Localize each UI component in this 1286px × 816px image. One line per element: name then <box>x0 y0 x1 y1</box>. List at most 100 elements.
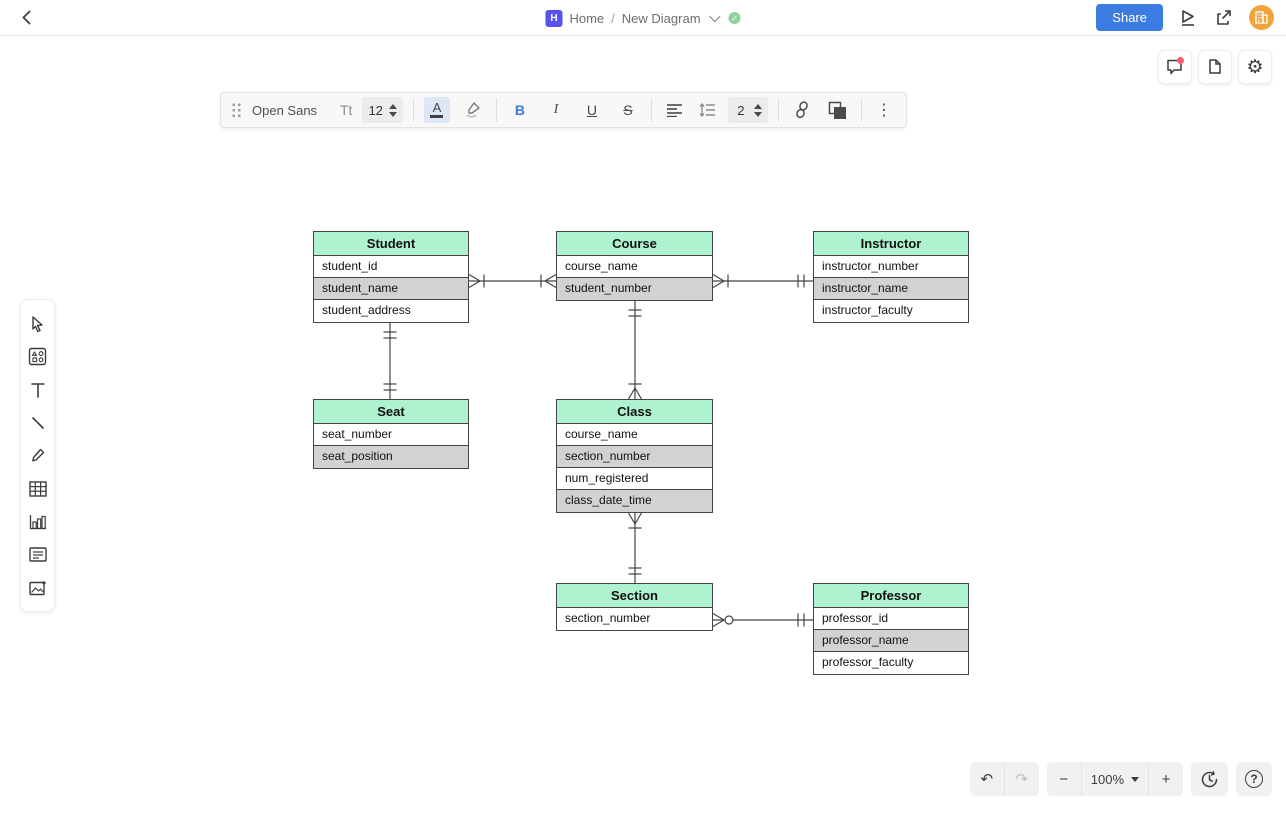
shape-style-button[interactable] <box>825 97 851 123</box>
entity-field[interactable]: course_name <box>557 424 712 446</box>
entity-title[interactable]: Instructor <box>814 232 968 256</box>
zoom-in-button[interactable]: + <box>1161 770 1171 788</box>
canvas-quick-actions: ⚙ <box>1158 50 1272 84</box>
entity-field[interactable]: seat_number <box>314 424 468 446</box>
tool-note[interactable] <box>20 538 55 571</box>
entity-field[interactable]: professor_name <box>814 630 968 652</box>
tool-select[interactable] <box>20 307 55 340</box>
account-avatar[interactable] <box>1249 5 1274 30</box>
tool-pencil[interactable] <box>20 439 55 472</box>
breadcrumb-home[interactable]: Home <box>569 10 605 26</box>
home-badge-icon[interactable]: H <box>545 9 563 27</box>
zoom-level-value: 100% <box>1090 771 1124 787</box>
highlight-button[interactable] <box>460 97 486 123</box>
font-size-stepper[interactable] <box>388 103 397 117</box>
document-title[interactable]: New Diagram <box>621 10 701 26</box>
pages-button[interactable] <box>1198 50 1232 84</box>
present-button[interactable] <box>1177 7 1199 29</box>
text-color-swatch <box>430 115 444 118</box>
more-options-button[interactable]: ⋮ <box>875 102 892 119</box>
undo-button[interactable]: ↶ <box>980 771 994 788</box>
strikethrough-button[interactable]: S <box>623 102 633 118</box>
settings-button[interactable]: ⚙ <box>1238 50 1272 84</box>
help-button[interactable]: ? <box>1236 762 1272 796</box>
pages-icon <box>1209 59 1221 74</box>
entity-field[interactable]: instructor_number <box>814 256 968 278</box>
entity-title[interactable]: Class <box>557 400 712 424</box>
divider <box>1080 762 1082 796</box>
entity-field[interactable]: class_date_time <box>557 490 712 512</box>
entity-field[interactable]: student_id <box>314 256 468 278</box>
stepper-up-icon[interactable] <box>388 103 397 109</box>
entity-field[interactable]: student_address <box>314 300 468 322</box>
comments-button[interactable] <box>1158 50 1192 84</box>
entity-title[interactable]: Seat <box>314 400 468 424</box>
stepper-down-icon[interactable] <box>388 111 397 117</box>
tool-table[interactable] <box>20 472 55 505</box>
version-history-button[interactable] <box>1191 762 1228 796</box>
entity-field[interactable]: course_name <box>557 256 712 278</box>
line-spacing-value[interactable]: 2 <box>737 102 745 118</box>
stepper-down-icon[interactable] <box>753 111 762 117</box>
line-spacing-input[interactable]: 2 <box>727 97 768 123</box>
toolbar-divider <box>777 98 779 122</box>
tool-sidebar <box>20 299 55 612</box>
toolbar-drag-handle[interactable] <box>231 102 242 118</box>
entity-field[interactable]: professor_faculty <box>814 652 968 674</box>
present-play-icon <box>1182 9 1194 26</box>
redo-button[interactable]: ↷ <box>1015 771 1029 788</box>
bold-button[interactable]: B <box>514 102 525 118</box>
font-size-input[interactable]: 12 <box>362 97 403 123</box>
text-color-button[interactable]: A <box>423 97 450 123</box>
line-spacing-stepper[interactable] <box>753 103 762 117</box>
chevron-down-icon[interactable] <box>709 10 721 23</box>
toolbar-divider <box>495 98 497 122</box>
share-button[interactable]: Share <box>1096 4 1163 31</box>
entity-title[interactable]: Course <box>557 232 712 256</box>
entity-field[interactable]: instructor_faculty <box>814 300 968 322</box>
zoom-out-button[interactable]: − <box>1059 770 1069 788</box>
tool-image[interactable] <box>20 571 55 604</box>
text-align-button[interactable] <box>662 97 688 123</box>
stepper-up-icon[interactable] <box>753 103 762 109</box>
font-family-select[interactable]: Open Sans <box>252 102 318 118</box>
italic-button[interactable]: I <box>553 102 559 117</box>
entity-title[interactable]: Student <box>314 232 468 256</box>
entity-field[interactable]: professor_id <box>814 608 968 630</box>
entity-field[interactable]: section_number <box>557 446 712 468</box>
align-left-icon <box>667 104 683 117</box>
entity-field[interactable]: section_number <box>557 608 712 630</box>
entity-field[interactable]: seat_position <box>314 446 468 468</box>
font-size-value[interactable]: 12 <box>368 102 383 118</box>
underline-button[interactable]: U <box>586 102 597 118</box>
pencil-icon <box>31 448 44 462</box>
text-tool-icon <box>30 382 45 398</box>
line-spacing-button[interactable] <box>698 97 718 123</box>
entity-field[interactable]: num_registered <box>557 468 712 490</box>
zoom-level-select[interactable]: 100% <box>1082 762 1148 796</box>
entity-title[interactable]: Section <box>557 584 712 608</box>
entity-field[interactable]: student_name <box>314 278 468 300</box>
entity-field[interactable]: instructor_name <box>814 278 968 300</box>
tool-shapes[interactable] <box>20 340 55 373</box>
font-scale-icon: Tt <box>340 102 353 118</box>
tool-line[interactable] <box>20 406 55 439</box>
entity-title[interactable]: Professor <box>814 584 968 608</box>
back-button[interactable] <box>12 4 40 32</box>
toolbar-divider <box>860 98 862 122</box>
entity-field[interactable]: student_number <box>557 278 712 300</box>
tool-text[interactable] <box>20 373 55 406</box>
chevron-down-icon <box>1131 776 1139 782</box>
export-button[interactable] <box>1213 7 1235 29</box>
tool-chart[interactable] <box>20 505 55 538</box>
breadcrumb[interactable]: H Home / New Diagram ✓ <box>545 0 741 36</box>
link-button[interactable] <box>789 97 815 123</box>
